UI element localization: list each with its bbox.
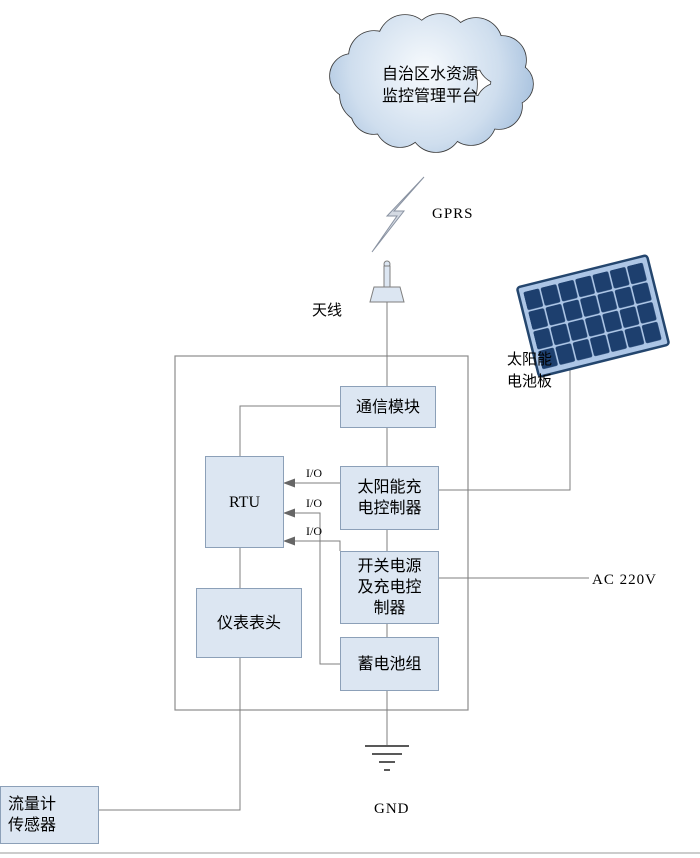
ground-icon (365, 745, 409, 771)
antenna-icon (369, 260, 405, 303)
connector-lines (90, 302, 589, 811)
gprs-label: GPRS (432, 206, 474, 222)
ground-label: GND (374, 801, 410, 817)
enclosure-outline (174, 355, 469, 711)
lightning-icon (371, 176, 425, 253)
ac-power-label: AC 220V (592, 572, 657, 588)
switch-power-box: 开关电源 及充电控 制器 (340, 551, 439, 624)
comm-module-box: 通信模块 (340, 386, 436, 428)
solar-controller-box: 太阳能充 电控制器 (340, 466, 439, 530)
io-label-3: I/O (306, 524, 322, 538)
antenna-label: 天线 (312, 303, 343, 319)
solar-panel-label: 太阳能 电池板 (507, 352, 553, 390)
cloud-platform-label: 自治区水资源 监控管理平台 (381, 66, 478, 105)
solar-panel-icon (516, 254, 670, 378)
battery-box: 蓄电池组 (340, 637, 439, 691)
io-label-2: I/O (306, 496, 322, 510)
rtu-box: RTU (205, 456, 284, 548)
io-label-1: I/O (306, 466, 322, 480)
io-arrowheads (283, 478, 295, 546)
meter-box: 仪表表头 (196, 588, 302, 658)
flow-sensor-box: 流量计 传感器 (0, 786, 99, 844)
